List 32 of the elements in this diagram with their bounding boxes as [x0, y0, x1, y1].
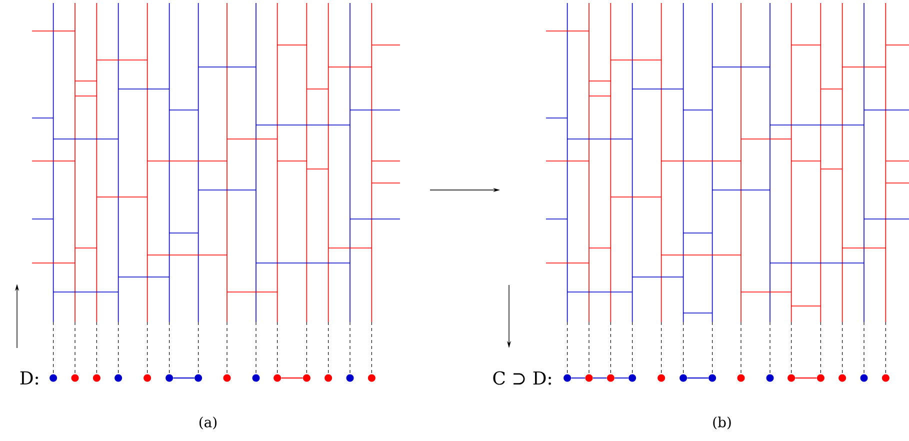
panel-label: (a) [200, 416, 216, 430]
dot [71, 374, 79, 382]
dot [860, 374, 868, 382]
row-label: D: [20, 371, 38, 385]
dot [766, 374, 774, 382]
dot [50, 374, 58, 382]
dot [816, 374, 824, 382]
dot [346, 374, 354, 382]
row-label: C ⊃ D: [493, 371, 551, 385]
dot [838, 374, 846, 382]
dot [368, 374, 376, 382]
dot [114, 374, 122, 382]
dot [788, 374, 796, 382]
dot [564, 374, 572, 382]
dot [606, 374, 614, 382]
dot [708, 374, 716, 382]
dot [92, 374, 100, 382]
dot [324, 374, 332, 382]
dot [680, 374, 688, 382]
dot [274, 374, 282, 382]
dot [585, 374, 593, 382]
dot [194, 374, 202, 382]
panel-label: (b) [713, 416, 731, 430]
dot [882, 374, 890, 382]
dot [144, 374, 152, 382]
dot [252, 374, 260, 382]
dot [628, 374, 636, 382]
dot [658, 374, 666, 382]
dot [223, 374, 231, 382]
dot [166, 374, 174, 382]
dot [302, 374, 310, 382]
dot [737, 374, 745, 382]
